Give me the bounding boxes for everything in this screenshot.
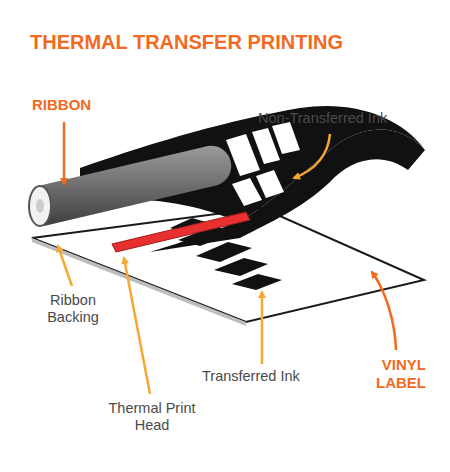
diagram-title: THERMAL TRANSFER PRINTING <box>30 30 430 54</box>
part-label: VINYL LABEL <box>346 356 426 392</box>
thermal-print-head <box>112 212 250 252</box>
transferred-ink-arrow <box>261 292 264 364</box>
part-label: RIBBON <box>32 96 122 114</box>
non-transferred-arrow <box>294 134 330 178</box>
part-label: Transferred Ink <box>202 368 332 385</box>
print-head-arrow <box>124 258 150 394</box>
ribbon-arrow <box>63 122 66 184</box>
ribbon-roll <box>38 146 231 226</box>
roll-core <box>36 199 44 213</box>
roll-end <box>29 186 51 226</box>
ribbon-backing-arrow <box>58 246 72 286</box>
part-label: Ribbon Backing <box>28 292 118 327</box>
part-label: Thermal Print Head <box>102 400 202 435</box>
non-transferred-ink <box>226 122 300 206</box>
vinyl-label-arrow <box>372 272 396 350</box>
part-label: Non-Transferred Ink <box>258 110 428 127</box>
